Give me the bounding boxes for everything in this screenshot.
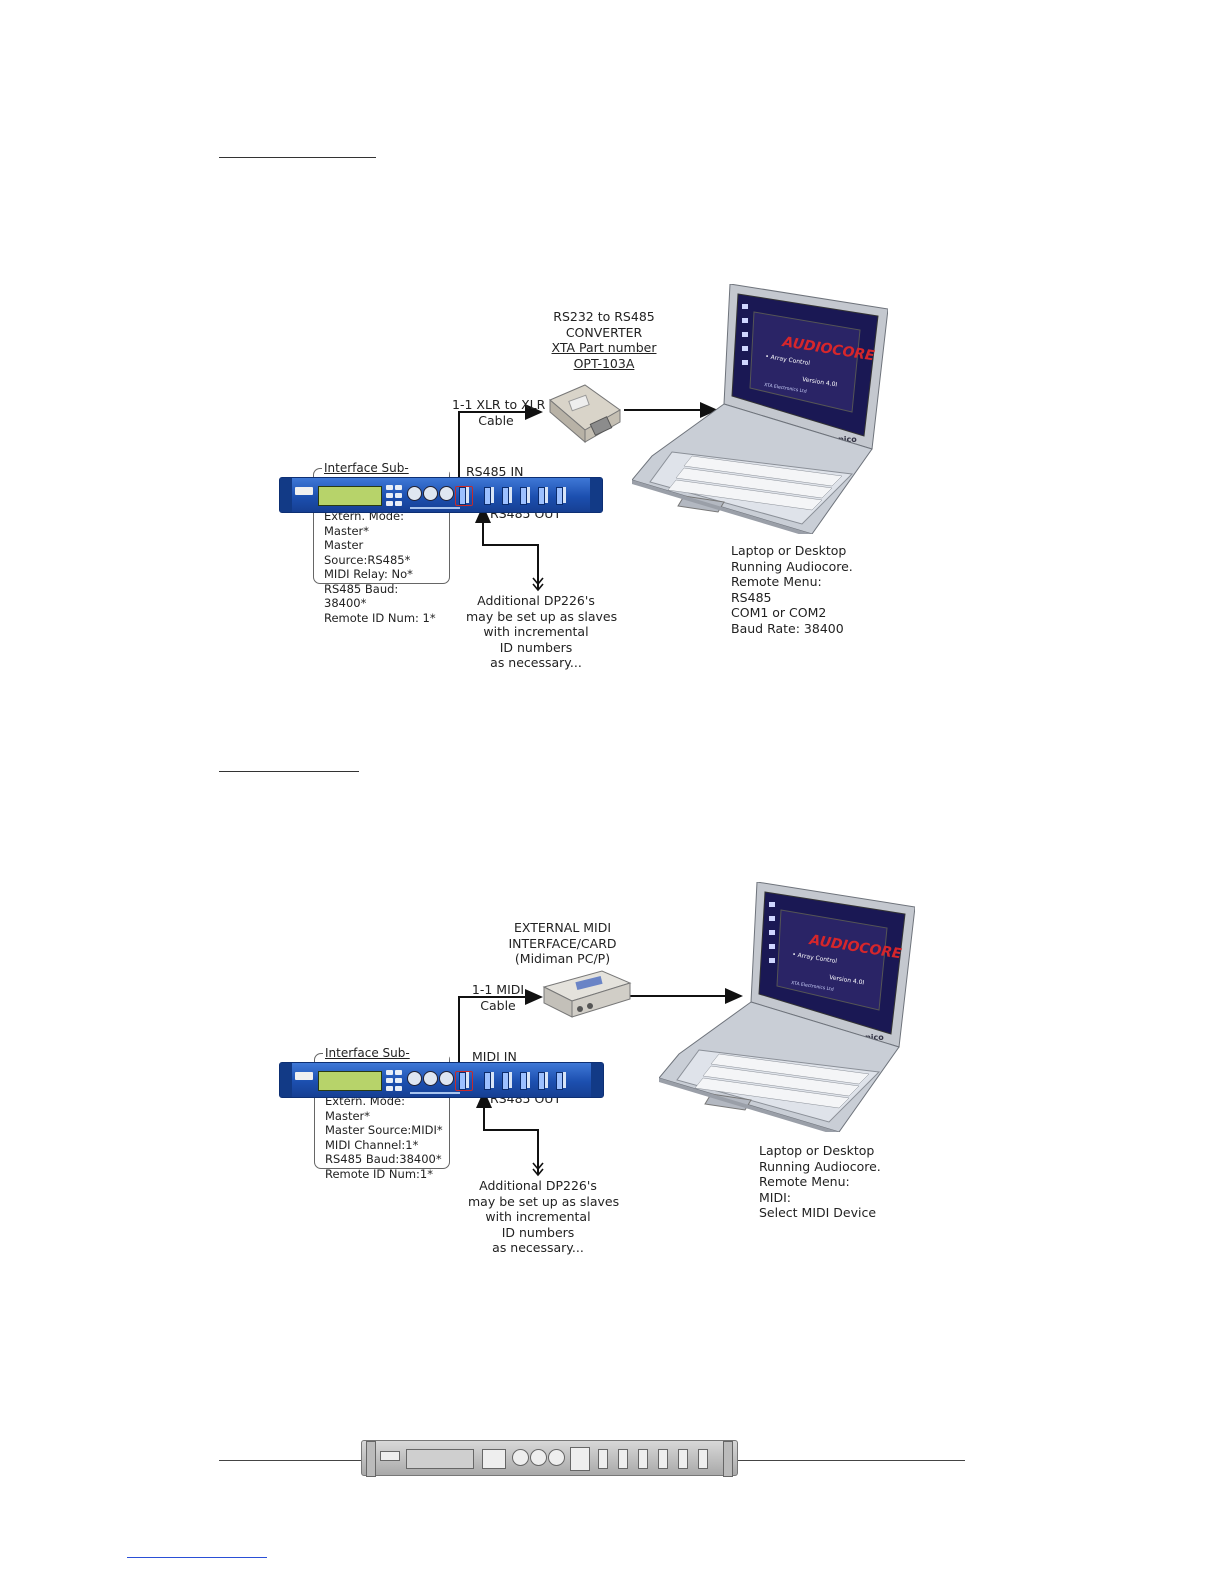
menu-item: MIDI Channel:1* xyxy=(325,1137,419,1152)
laptop-brand: pico xyxy=(838,435,857,444)
midi-interface-image xyxy=(542,970,632,1018)
menu-item: Remote ID Num: 1* xyxy=(324,610,436,625)
dp226-rack-unit-2 xyxy=(279,1062,604,1098)
menu-item: Master Source:MIDI* xyxy=(325,1123,443,1137)
xta-logo xyxy=(295,487,313,495)
laptop-image-2: AUDIOCORE • Array Control Version 4.0I X… xyxy=(659,882,915,1132)
laptop-image: AUDIOCORE • Array Control Version 4.0I X… xyxy=(632,284,888,534)
section2-heading-underline xyxy=(219,771,359,772)
footer-rack-image xyxy=(361,1440,738,1477)
laptop-brand: pico xyxy=(865,1033,884,1042)
midi-cable-label: 1-1 MIDI Cable xyxy=(471,982,525,1013)
menu-item: Remote ID Num:1* xyxy=(325,1166,433,1181)
cable-label: 1-1 XLR to XLR Cable xyxy=(452,397,546,428)
xta-logo xyxy=(295,1072,313,1080)
additional-slaves-note-2: Additional DP226's may be set up as slav… xyxy=(468,1178,620,1255)
menu-item: Master Source:RS485* xyxy=(324,538,411,567)
rs485-out-line xyxy=(475,505,539,590)
laptop-note: Laptop or Desktop Running Audiocore. Rem… xyxy=(731,543,853,636)
cable-midi-line xyxy=(458,989,543,1064)
diagram1-connectors xyxy=(458,402,718,592)
continue-down-icon-2 xyxy=(532,1162,544,1177)
footer-link-underline[interactable] xyxy=(127,1557,267,1558)
midi-in-label: MIDI IN xyxy=(472,1049,517,1064)
rs485-in-label: RS485 IN xyxy=(466,464,524,479)
rack-lcd-display xyxy=(318,486,382,506)
dp226-rack-unit xyxy=(279,477,603,513)
cable-xlr-line xyxy=(458,404,543,478)
menu-item: RS485 Baud: 38400* xyxy=(324,581,399,611)
rs485-out-line-2 xyxy=(476,1090,539,1175)
laptop-note-2: Laptop or Desktop Running Audiocore. Rem… xyxy=(759,1143,881,1220)
midi-interface-label: EXTERNAL MIDI INTERFACE/CARD (Midiman PC… xyxy=(508,920,617,966)
continue-down-icon xyxy=(532,577,544,592)
menu-item: MIDI Relay: No* xyxy=(324,567,413,581)
diagram2-connectors xyxy=(458,988,743,1177)
menu-item: Extern. Mode: Master* xyxy=(325,1094,405,1123)
rack-lcd-display xyxy=(318,1071,382,1091)
menu-item: RS485 Baud:38400* xyxy=(325,1152,442,1166)
additional-slaves-note: Additional DP226's may be set up as slav… xyxy=(466,593,618,670)
converter-label: RS232 to RS485 CONVERTER XTA Part number… xyxy=(551,309,657,371)
section1-heading-underline xyxy=(219,157,376,158)
rs232-rs485-converter-image xyxy=(549,384,621,444)
